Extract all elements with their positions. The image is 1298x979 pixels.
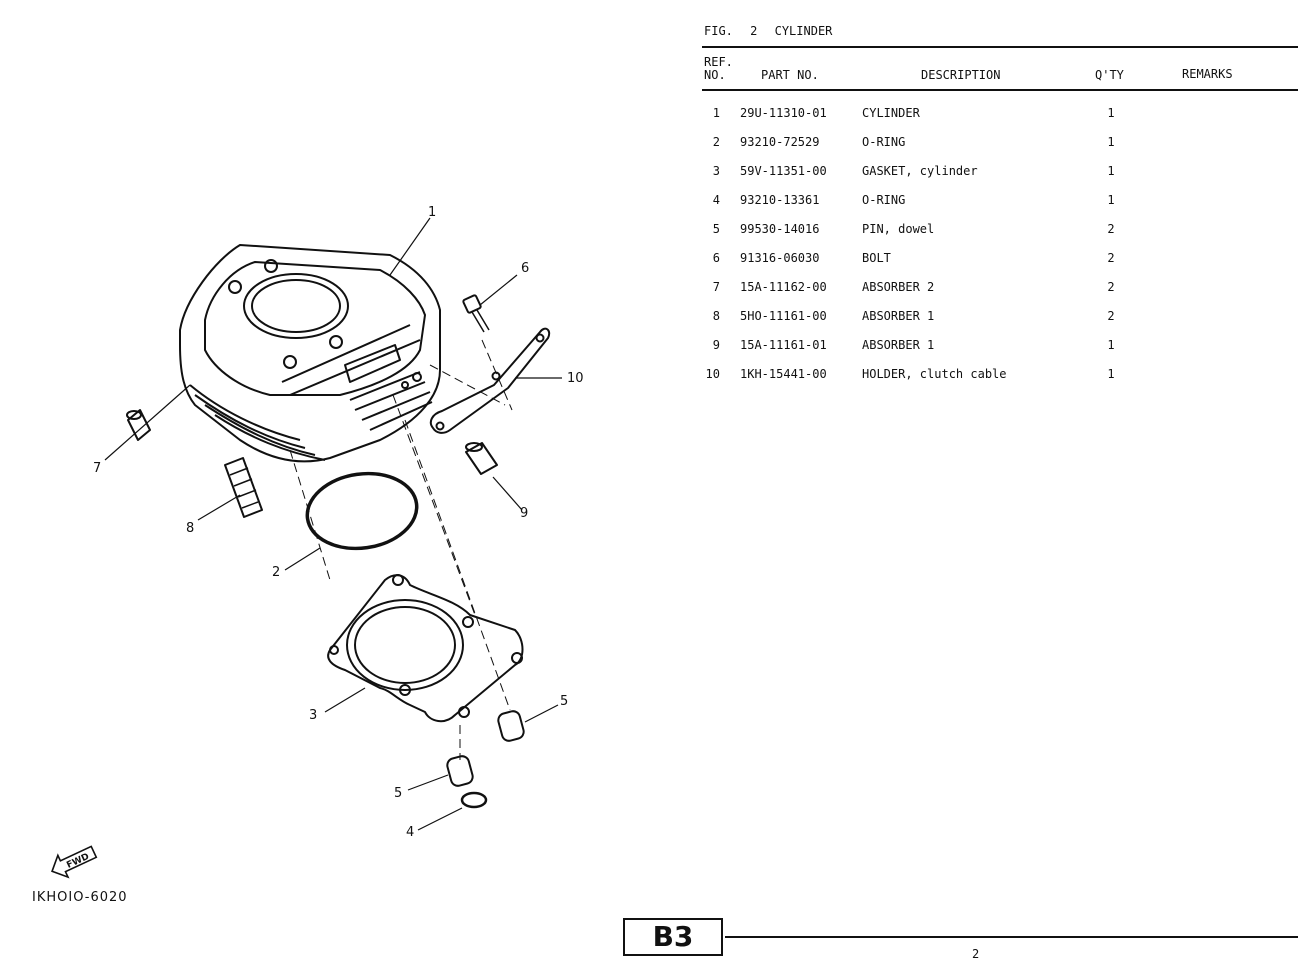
col-ref-header: REF. NO. [704, 56, 733, 82]
qty-cell: 2 [1107, 222, 1115, 236]
table-row: 9 15A-11161-01 ABSORBER 1 1 [0, 338, 1298, 356]
ref-cell: 5 [712, 222, 720, 236]
description-cell: GASKET, cylinder [862, 164, 978, 178]
col-ref-line2: NO. [704, 68, 726, 82]
ref-cell: 1 [712, 106, 720, 120]
callout-1: 1 [428, 205, 436, 220]
qty-cell: 2 [1107, 309, 1115, 323]
table-row: 7 15A-11162-00 ABSORBER 2 2 [0, 280, 1298, 298]
header-bottom-rule [702, 89, 1298, 91]
callout-5b: 5 [560, 694, 568, 709]
absorber-8-drawing [224, 457, 263, 518]
description-cell: ABSORBER 1 [862, 338, 935, 352]
ref-cell: 4 [712, 193, 720, 207]
ref-cell: 7 [712, 280, 720, 294]
drawing-code: IKHOIO-6020 [32, 890, 128, 905]
ref-cell: 6 [712, 251, 720, 265]
description-cell: BOLT [862, 251, 891, 265]
absorber-9-drawing [465, 442, 498, 475]
part-no-cell: 15A-11162-00 [740, 280, 827, 294]
callout-3: 3 [309, 708, 317, 723]
description-cell: ABSORBER 2 [862, 280, 935, 294]
fwd-arrow-icon: FWD [51, 845, 98, 879]
callout-8: 8 [186, 521, 194, 536]
col-qty-header: Q'TY [1095, 68, 1124, 82]
description-cell: O-RING [862, 193, 906, 207]
part-no-cell: 15A-11161-01 [740, 338, 827, 352]
ref-cell: 3 [712, 164, 720, 178]
part-no-cell: 1KH-15441-00 [740, 367, 827, 381]
footer-rule [725, 936, 1298, 938]
col-description-header: DESCRIPTION [921, 68, 1001, 82]
col-part-header: PART NO. [761, 68, 819, 82]
callout-4: 4 [406, 825, 414, 840]
table-row: 5 99530-14016 PIN, dowel 2 [0, 222, 1298, 240]
small-o-ring-drawing [460, 791, 488, 809]
bolt-drawing [462, 294, 490, 333]
table-row: 8 5HO-11161-00 ABSORBER 1 2 [0, 309, 1298, 327]
qty-cell: 2 [1107, 251, 1115, 265]
callout-7: 7 [93, 461, 101, 476]
absorber-7-drawing [126, 409, 151, 441]
part-no-cell: 5HO-11161-00 [740, 309, 827, 323]
description-cell: PIN, dowel [862, 222, 935, 236]
leader-lines [104, 217, 562, 831]
ref-cell: 10 [705, 367, 720, 381]
o-ring-drawing [305, 471, 419, 551]
fig-number: 2 [750, 24, 758, 38]
header-top-rule [702, 46, 1298, 48]
fig-label: FIG. [704, 24, 733, 38]
description-cell: CYLINDER [862, 106, 920, 120]
table-row: 1 29U-11310-01 CYLINDER 1 [0, 106, 1298, 124]
part-no-cell: 93210-13361 [740, 193, 820, 207]
table-row: 2 93210-72529 O-RING 1 [0, 135, 1298, 153]
assembly-lines [289, 339, 513, 760]
ref-cell: 9 [712, 338, 720, 352]
page-number: 2 [972, 947, 980, 961]
table-row: 6 91316-06030 BOLT 2 [0, 251, 1298, 269]
qty-cell: 1 [1107, 193, 1115, 207]
callout-9: 9 [520, 506, 528, 521]
fig-name: CYLINDER [774, 24, 833, 38]
section-badge: B3 [623, 918, 723, 956]
part-no-cell: 99530-14016 [740, 222, 820, 236]
description-cell: ABSORBER 1 [862, 309, 935, 323]
description-cell: O-RING [862, 135, 906, 149]
callout-2: 2 [272, 565, 280, 580]
qty-cell: 1 [1107, 164, 1115, 178]
table-row: 10 1KH-15441-00 HOLDER, clutch cable 1 [0, 367, 1298, 385]
ref-cell: 2 [712, 135, 720, 149]
part-no-cell: 29U-11310-01 [740, 106, 827, 120]
description-cell: HOLDER, clutch cable [862, 367, 1007, 381]
cylinder-drawing [179, 244, 441, 463]
qty-cell: 1 [1107, 367, 1115, 381]
part-no-cell: 91316-06030 [740, 251, 820, 265]
exploded-diagram: 1 2 3 4 5 5 6 7 8 9 10 FWD [51, 205, 584, 879]
qty-cell: 2 [1107, 280, 1115, 294]
col-remarks-header: REMARKS [1182, 67, 1233, 81]
callout-10: 10 [567, 371, 584, 386]
col-ref-line1: REF. [704, 55, 733, 69]
qty-cell: 1 [1107, 106, 1115, 120]
gasket-drawing [327, 574, 524, 723]
table-row: 4 93210-13361 O-RING 1 [0, 193, 1298, 211]
ref-cell: 8 [712, 309, 720, 323]
figure-title: FIG. 2 CYLINDER [704, 24, 842, 38]
part-no-cell: 93210-72529 [740, 135, 820, 149]
part-no-cell: 59V-11351-00 [740, 164, 827, 178]
table-row: 3 59V-11351-00 GASKET, cylinder 1 [0, 164, 1298, 182]
callout-6: 6 [521, 261, 529, 276]
dowel-pin-drawings [446, 710, 525, 787]
qty-cell: 1 [1107, 338, 1115, 352]
callout-5a: 5 [394, 786, 402, 801]
qty-cell: 1 [1107, 135, 1115, 149]
